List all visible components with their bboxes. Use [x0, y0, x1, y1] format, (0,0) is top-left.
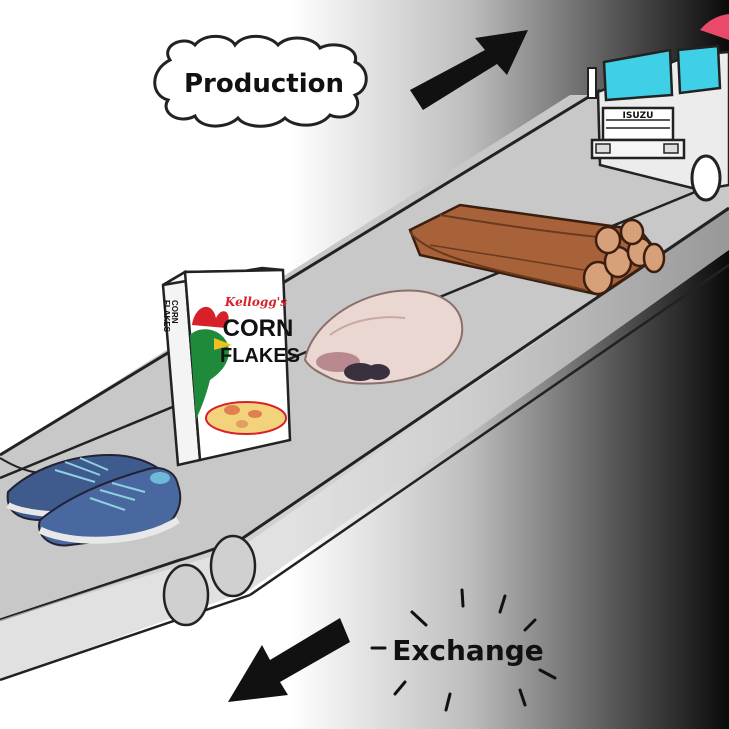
production-label: Production — [184, 69, 344, 99]
log-pile-icon — [408, 203, 666, 297]
cereal-name-line2: FLAKES — [220, 345, 300, 367]
exchange-burst — [370, 588, 557, 712]
sneakers-icon — [6, 453, 182, 547]
exchange-arrow-icon — [228, 618, 350, 702]
roller-right — [209, 534, 257, 598]
roller-left — [162, 563, 210, 627]
truck-icon: ISUZU — [587, 14, 729, 202]
production-arrow-icon — [410, 30, 528, 110]
cereal-side-line1: CORN — [170, 300, 179, 324]
production-cloud: Production — [153, 34, 368, 128]
cereal-box-icon: Kellogg's CORN FLAKES CORN FLAKES — [161, 266, 300, 467]
cereal-side-line2: FLAKES — [162, 300, 171, 333]
conveyor-belt — [0, 88, 729, 682]
cereal-brand: Kellogg's — [224, 295, 287, 309]
truck-badge: ISUZU — [623, 111, 654, 121]
raw-chicken-icon — [303, 289, 464, 385]
cereal-name-line1: CORN — [223, 315, 294, 342]
exchange-label: Exchange — [392, 634, 544, 667]
